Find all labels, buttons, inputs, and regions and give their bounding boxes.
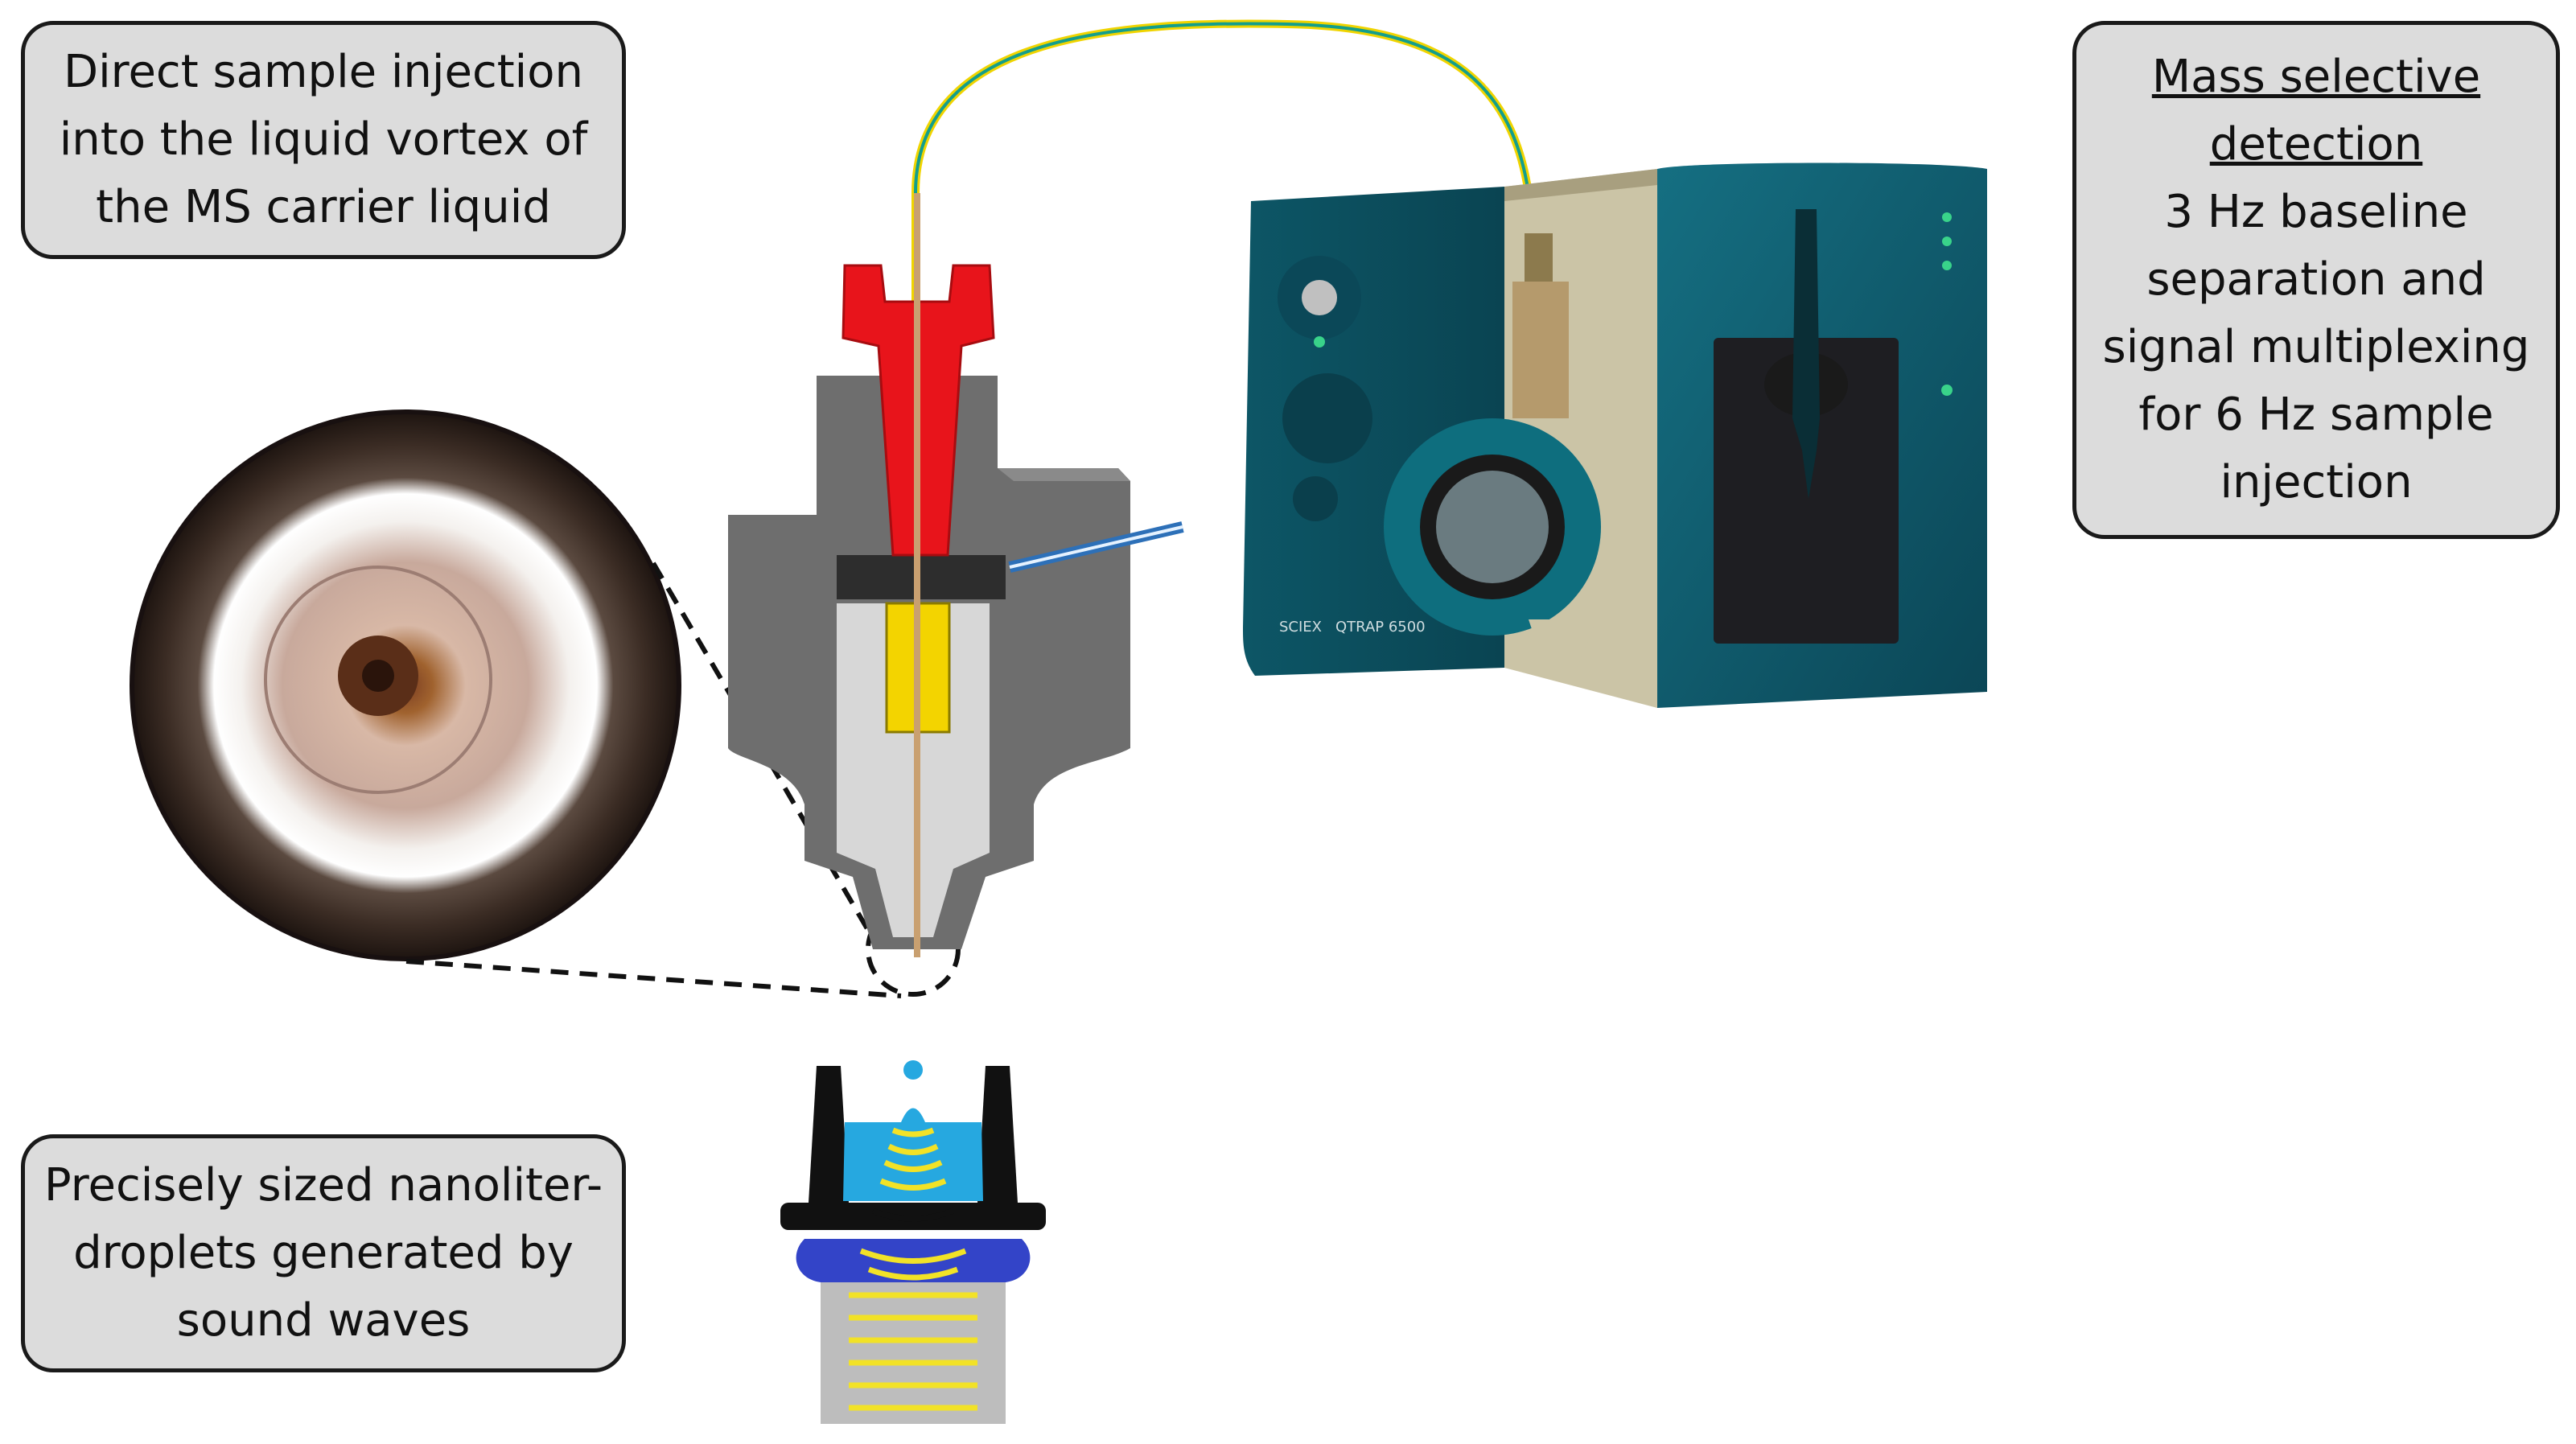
callout-line: for 6 Hz sample — [2138, 389, 2494, 441]
ms-badge: SCIEX — [1279, 619, 1322, 636]
callout-heading: detection — [2209, 118, 2423, 171]
status-leds — [1314, 212, 1953, 396]
callout-line: the MS carrier liquid — [96, 181, 551, 233]
callout-heading: Mass selective — [2151, 51, 2481, 103]
callout-sample-injection: Direct sample injection into the liquid … — [21, 21, 626, 259]
callout-line: into the liquid vortex of — [59, 113, 588, 166]
transfer-tubing — [911, 19, 1537, 941]
callout-line: sound waves — [176, 1294, 471, 1347]
nozzle-closeup-photo — [130, 409, 681, 961]
callout-line: droplets generated by — [73, 1227, 574, 1279]
callout-line: Direct sample injection — [64, 46, 583, 98]
acoustic-ejector — [780, 1060, 1046, 1424]
ms-front-door — [1714, 338, 1899, 644]
side-tube — [1008, 521, 1184, 573]
callout-mass-detection: Mass selective detection 3 Hz baseline s… — [2072, 21, 2560, 539]
callout-line: injection — [2220, 456, 2413, 508]
callout-line: signal multiplexing — [2102, 321, 2530, 373]
callout-droplet-generation: Precisely sized nanoliter- droplets gene… — [21, 1134, 626, 1372]
callout-line: separation and — [2146, 253, 2486, 306]
mass-spectrometer: SCIEX QTRAP 6500 — [1243, 163, 1987, 708]
callout-line: 3 Hz baseline — [2164, 186, 2468, 238]
callout-line: Precisely sized nanoliter- — [43, 1159, 603, 1212]
ms-model: QTRAP 6500 — [1335, 619, 1426, 636]
